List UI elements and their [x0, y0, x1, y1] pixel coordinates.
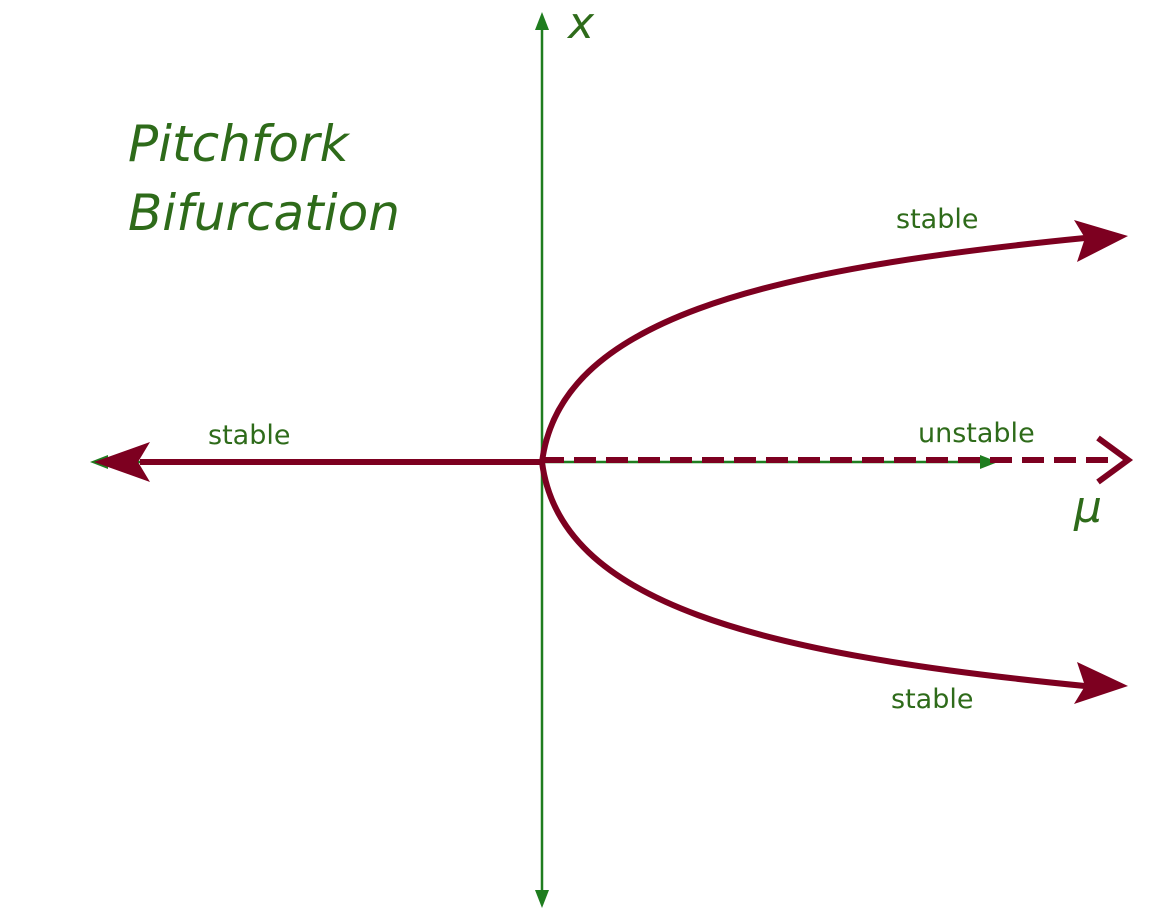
right-branch-label: unstable — [918, 418, 1035, 449]
right-unstable-branch — [542, 435, 1134, 485]
lower-branch-label: stable — [891, 684, 973, 715]
left-stable-branch — [94, 442, 542, 482]
title-line-2: Bifurcation — [128, 184, 400, 242]
title-line-1: Pitchfork — [128, 115, 351, 173]
left-branch-label: stable — [208, 420, 290, 451]
vertical-axis-bottom-arrowhead — [535, 890, 549, 908]
vertical-axis-label: x — [566, 0, 595, 49]
horizontal-axis-right-arrowhead — [980, 455, 998, 469]
lower-branch-arrowhead — [1074, 662, 1128, 704]
left-branch-arrowhead — [94, 442, 150, 482]
right-branch-arrowhead — [1096, 435, 1134, 485]
upper-branch-label: stable — [896, 204, 978, 235]
lower-stable-branch — [539, 461, 1128, 704]
upper-branch-arrowhead — [1074, 220, 1128, 262]
vertical-axis-top-arrowhead — [535, 12, 549, 30]
horizontal-axis-label: μ — [1073, 482, 1102, 533]
upper-stable-branch — [539, 220, 1128, 463]
